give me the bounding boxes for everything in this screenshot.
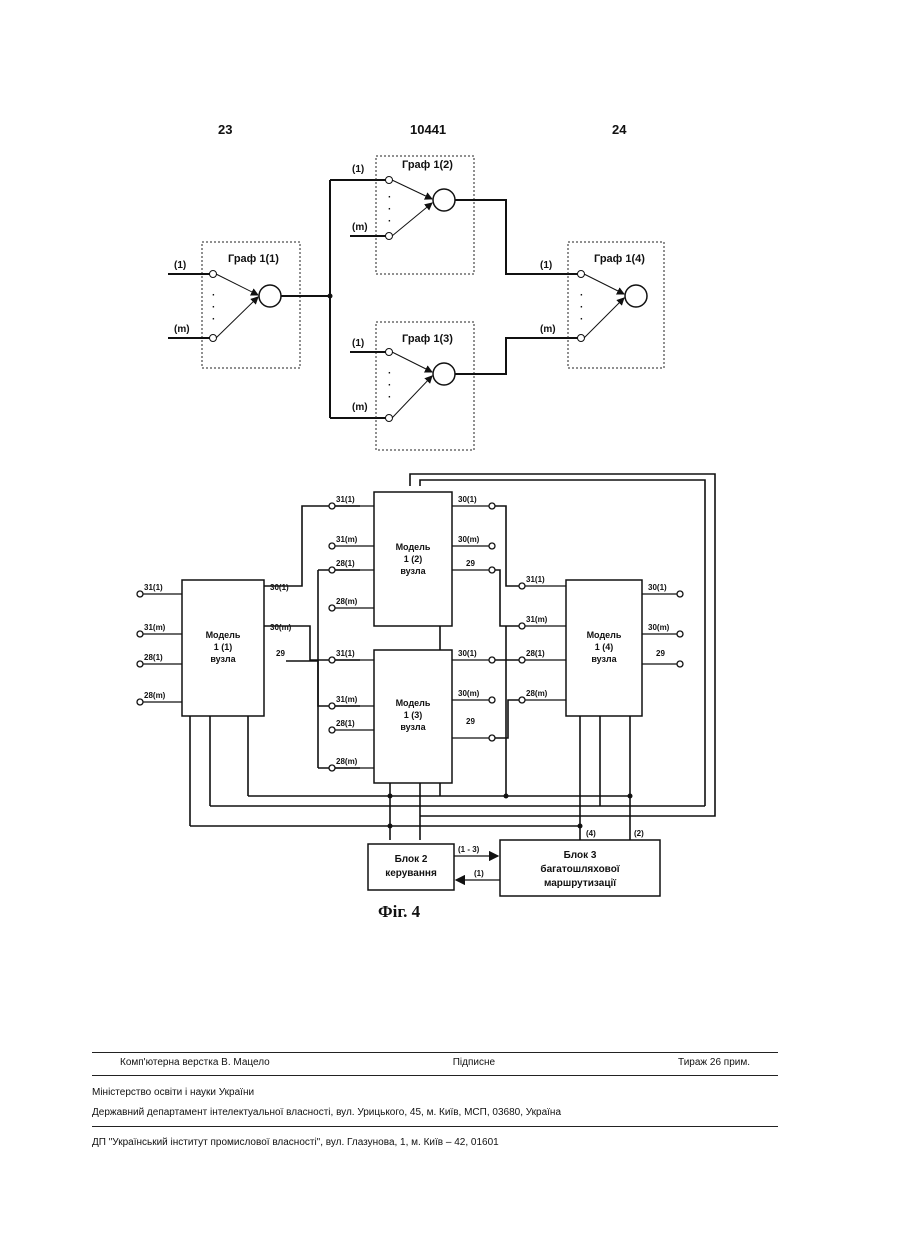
routing-block: Блок 3 багатошляхової маршрутизації	[500, 840, 660, 896]
model-1-line3: вузла	[210, 654, 236, 664]
block3-line3: маршрутизації	[544, 878, 616, 889]
ministry-line: Міністерство освіти і науки України	[92, 1087, 778, 1098]
model-node-1: Модель 1 (1) вузла 31(1) 31(m) 28(1) 28(…	[137, 580, 292, 716]
model-2-line1: Модель	[396, 542, 431, 552]
m2-out-30-m: 30(m)	[458, 535, 480, 544]
link-b3-b2: (1)	[474, 869, 484, 878]
model-4-line3: вузла	[591, 654, 617, 664]
link-from-b3: (2)	[634, 829, 644, 838]
m4-in-31-1: 31(1)	[526, 575, 545, 584]
model-4-line1: Модель	[587, 630, 622, 640]
model-node-4: Модель 1 (4) вузла 31(1) 31(m) 28(1) 28(…	[519, 575, 683, 716]
m2-in-31-1: 31(1)	[336, 495, 355, 504]
block2-line1: Блок 2	[395, 854, 428, 865]
link-to-m4: (4)	[586, 829, 596, 838]
m4-in-28-m: 28(m)	[526, 689, 548, 698]
block2-line2: керування	[385, 868, 437, 879]
m3-in-28-m: 28(m)	[336, 757, 358, 766]
model-2-line2: 1 (2)	[404, 554, 423, 564]
department-line: Державний департамент інтелектуальної вл…	[92, 1107, 778, 1118]
model-1-line2: 1 (1)	[214, 642, 233, 652]
model-node-3: Модель 1 (3) вузла 31(1) 31(m) 28(1) 28(…	[329, 649, 495, 783]
institute-line: ДП "Український інститут промислової вла…	[92, 1137, 778, 1148]
model-4-line2: 1 (4)	[595, 642, 614, 652]
model-3-line3: вузла	[400, 722, 426, 732]
m4-out-29: 29	[656, 649, 665, 658]
compiled-by: Комп'ютерна верстка В. Мацело	[120, 1057, 270, 1068]
m3-out-29: 29	[466, 717, 475, 726]
block3-line1: Блок 3	[564, 850, 597, 861]
m2-in-28-m: 28(m)	[336, 597, 358, 606]
m2-in-31-m: 31(m)	[336, 535, 358, 544]
m1-in-31-1: 31(1)	[144, 583, 163, 592]
link-b2-b3: (1 - 3)	[458, 845, 480, 854]
control-block: Блок 2 керування	[368, 844, 454, 890]
m4-in-31-m: 31(m)	[526, 615, 548, 624]
imprint-row-1: Комп'ютерна верстка В. Мацело Підписне Т…	[92, 1057, 778, 1068]
figure-caption: Фіг. 4	[378, 902, 420, 922]
m2-out-29: 29	[466, 559, 475, 568]
m1-out-30-m: 30(m)	[270, 623, 292, 632]
model-2-line3: вузла	[400, 566, 426, 576]
m1-in-28-m: 28(m)	[144, 691, 166, 700]
divider-bottom	[92, 1126, 778, 1127]
model-block-diagram: Модель 1 (1) вузла 31(1) 31(m) 28(1) 28(…	[0, 0, 900, 930]
m4-in-28-1: 28(1)	[526, 649, 545, 658]
m3-out-30-m: 30(m)	[458, 689, 480, 698]
model-node-2: Модель 1 (2) вузла 31(1) 31(m) 28(1) 28(…	[329, 492, 495, 626]
m1-in-31-m: 31(m)	[144, 623, 166, 632]
m3-in-28-1: 28(1)	[336, 719, 355, 728]
m4-out-30-1: 30(1)	[648, 583, 667, 592]
m3-in-31-m: 31(m)	[336, 695, 358, 704]
m2-out-30-1: 30(1)	[458, 495, 477, 504]
m3-in-31-1: 31(1)	[336, 649, 355, 658]
model-1-line1: Модель	[206, 630, 241, 640]
model-3-line1: Модель	[396, 698, 431, 708]
signed-label: Підписне	[453, 1057, 495, 1068]
model-3-line2: 1 (3)	[404, 710, 423, 720]
block3-line2: багатошляхової	[540, 863, 619, 875]
m3-out-30-1: 30(1)	[458, 649, 477, 658]
m4-out-30-m: 30(m)	[648, 623, 670, 632]
divider-middle	[92, 1075, 778, 1076]
m1-in-28-1: 28(1)	[144, 653, 163, 662]
m2-in-28-1: 28(1)	[336, 559, 355, 568]
circulation: Тираж 26 прим.	[678, 1057, 750, 1068]
divider-top	[92, 1052, 778, 1053]
m1-out-29: 29	[276, 649, 285, 658]
m1-out-30-1: 30(1)	[270, 583, 289, 592]
